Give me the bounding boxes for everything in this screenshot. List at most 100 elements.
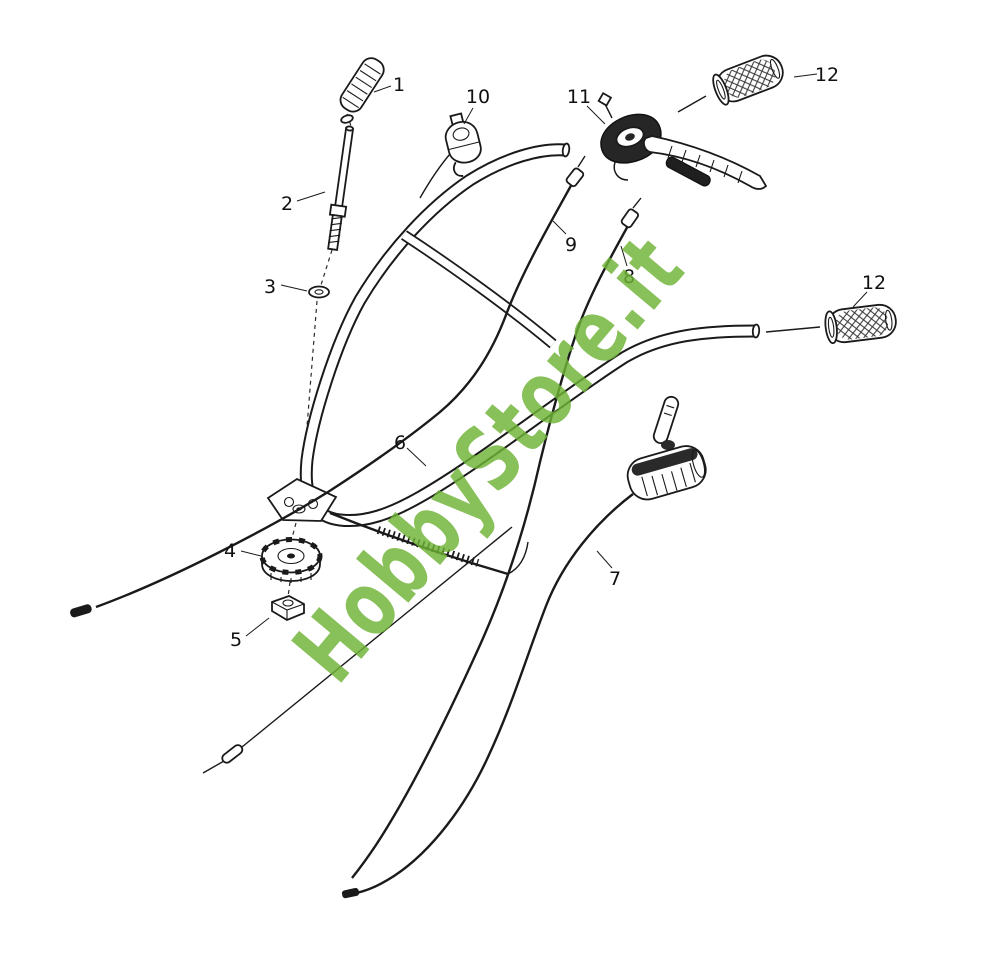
throttle-control-part-7 — [626, 395, 707, 501]
callout-7: 7 — [609, 568, 621, 590]
leader-12-top — [793, 73, 818, 78]
washer-part-3 — [308, 285, 330, 299]
cable-clamp-part-10 — [444, 112, 482, 177]
cable-8-nipple — [620, 208, 639, 229]
bracket-hole-left — [283, 496, 295, 508]
grip-top-fit-line — [677, 95, 707, 113]
leader-4 — [240, 550, 262, 557]
knob-skirt-scallops — [270, 573, 312, 583]
throttle-body-ribs — [641, 462, 696, 497]
throttle-stick-lines — [663, 404, 675, 417]
callout-1: 1 — [393, 74, 405, 96]
grip-top-knurl — [724, 59, 776, 98]
callout-6: 6 — [394, 432, 406, 454]
tube-open-end-upper — [561, 142, 571, 158]
leader-5 — [245, 617, 270, 637]
wire-tail — [202, 760, 225, 774]
throttle-lever-stick — [652, 395, 680, 445]
callout-numbers: 1 2 3 4 5 6 7 8 9 10 11 12 12 — [224, 64, 886, 651]
cable-end-cap-left — [70, 604, 92, 618]
leader-1 — [373, 85, 392, 93]
adjuster-bolt-part-2 — [327, 125, 355, 251]
throttle-lever-joint — [661, 440, 675, 450]
grip-part-1 — [339, 57, 385, 124]
dashed-line-bracket-to-knob — [291, 522, 297, 539]
grip-right-fit-line — [765, 326, 821, 333]
grip-top-end-detail — [769, 58, 781, 79]
leader-11 — [586, 105, 606, 125]
grip-right-collar-hole — [827, 316, 835, 338]
spring-cable-path — [329, 511, 509, 576]
lever-blade — [643, 135, 768, 190]
square-nut-part-5 — [271, 595, 305, 622]
cable-spring-wrap — [376, 526, 480, 567]
cable-7-path — [355, 493, 634, 895]
callout-12-top: 12 — [815, 64, 839, 86]
bolt-shaft — [334, 126, 355, 208]
callout-9: 9 — [565, 234, 577, 256]
dashed-line-bolt-to-washer — [320, 249, 333, 286]
leader-7 — [596, 550, 613, 569]
leader-12-right — [852, 291, 868, 308]
cable-8-path — [351, 223, 631, 879]
inner-wire — [241, 526, 513, 748]
callout-4: 4 — [224, 540, 236, 562]
grip-part-12-top — [677, 54, 784, 113]
cable-9-wire-tip — [577, 155, 586, 168]
lever-lower-hook — [613, 161, 629, 181]
clamp-split-line — [448, 141, 480, 151]
tube-open-end-lower — [751, 323, 761, 339]
dashed-line-knob-to-nut — [287, 581, 291, 598]
callout-leaders — [240, 73, 868, 637]
lever-cable-entry — [604, 103, 613, 119]
throttle-lever-assembly-part-11 — [597, 91, 768, 190]
handlebar-bracket — [266, 477, 338, 522]
grip-1-ribs — [342, 63, 381, 109]
nut-edges — [271, 601, 305, 620]
bracket-center-hole — [292, 504, 306, 514]
leader-8 — [620, 245, 628, 267]
leader-9 — [552, 220, 567, 235]
grip-top-collar-hole — [716, 79, 726, 100]
washer-outer — [308, 285, 330, 299]
leader-10 — [463, 107, 474, 125]
washer-hole — [314, 289, 324, 295]
callout-3: 3 — [264, 276, 276, 298]
cable-8-wire-tip — [632, 197, 642, 209]
cable-7-end-fitting — [341, 887, 360, 899]
control-cables — [70, 153, 642, 899]
callout-12-right: 12 — [862, 272, 886, 294]
leader-2 — [296, 191, 326, 202]
bolt-threaded-section — [327, 213, 343, 251]
callout-5: 5 — [230, 629, 242, 651]
throttle-body-end — [691, 449, 706, 478]
lever-cable-adjuster — [597, 91, 613, 107]
callout-11: 11 — [567, 86, 591, 108]
leader-6 — [406, 447, 427, 467]
cable-9-nipple — [565, 167, 585, 188]
handlebar-cross-brace-fill — [401, 231, 556, 347]
grip-1-body — [339, 57, 385, 113]
knob-inner-ring — [277, 547, 305, 565]
grip-part-12-right — [765, 303, 897, 345]
grip-1-end-ring — [340, 114, 354, 124]
throttle-body-top-band — [631, 448, 698, 476]
knob-center — [287, 553, 295, 559]
grip-right-end-detail — [884, 309, 893, 331]
star-knob-part-4 — [259, 537, 323, 583]
handlebar-assembly — [266, 142, 761, 528]
clamp-cable-stub — [419, 153, 451, 199]
lever-pivot-bolt — [625, 133, 635, 141]
callout-10: 10 — [466, 86, 490, 108]
spring-cable-junction — [507, 541, 529, 575]
clamp-boss — [452, 127, 470, 141]
clamp-hook — [453, 161, 464, 177]
callout-2: 2 — [281, 193, 293, 215]
leader-3 — [280, 284, 308, 292]
bolt-top — [345, 125, 354, 132]
nut-block — [271, 595, 305, 622]
bracket-plate — [266, 477, 338, 522]
grip-right-knurl — [835, 307, 889, 340]
